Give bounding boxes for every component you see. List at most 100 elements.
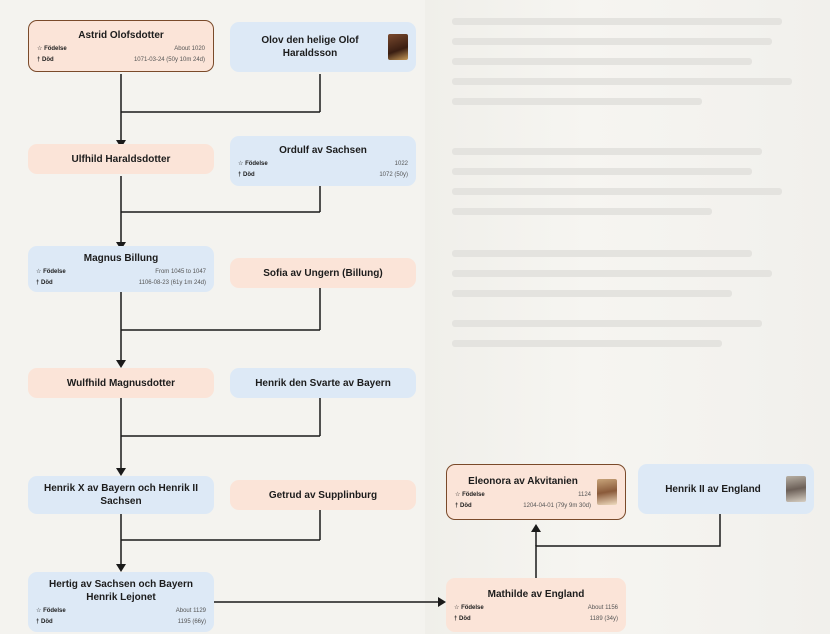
birth-label-text: Födelse bbox=[462, 491, 485, 498]
person-card-eleonora-av-akvitanien[interactable]: Eleonora av Akvitanien ☆ Födelse 1124 † … bbox=[446, 464, 626, 520]
background-text-line bbox=[452, 290, 732, 297]
cross-icon: † bbox=[454, 615, 458, 622]
birth-value: 1022 bbox=[394, 160, 408, 167]
background-text-line bbox=[452, 188, 782, 195]
star-icon: ☆ bbox=[37, 45, 43, 52]
birth-label: ☆ Födelse bbox=[238, 160, 268, 168]
person-card-magnus-billung[interactable]: Magnus Billung ☆ Födelse From 1045 to 10… bbox=[28, 246, 214, 292]
person-name: Wulfhild Magnusdotter bbox=[66, 377, 176, 389]
cross-icon: † bbox=[36, 619, 40, 625]
person-card-wulfhild-magnusdotter[interactable]: Wulfhild Magnusdotter bbox=[28, 368, 214, 398]
person-name: Henrik II av England bbox=[665, 483, 761, 495]
background-text-line bbox=[452, 270, 772, 277]
arrow-head bbox=[116, 468, 126, 476]
death-label: † Död bbox=[238, 171, 255, 179]
star-icon: ☆ bbox=[36, 608, 42, 614]
person-name: Hertig av Sachsen och Bayern Henrik Lejo… bbox=[49, 579, 193, 603]
person-name: Mathilde av England bbox=[487, 588, 585, 600]
death-label: † Död bbox=[36, 618, 53, 626]
person-name: Magnus Billung bbox=[83, 252, 159, 264]
arrow-head bbox=[116, 360, 126, 368]
birth-row: ☆ Födelse 1022 bbox=[238, 160, 408, 168]
person-card-olof-haraldsson[interactable]: Olov den helige Olof Haraldsson bbox=[230, 22, 416, 72]
birth-label: ☆ Födelse bbox=[37, 45, 67, 53]
person-card-getrud-av-supplinburg[interactable]: Getrud av Supplinburg bbox=[230, 480, 416, 510]
birth-row: ☆ Födelse About 1156 bbox=[454, 604, 618, 612]
person-card-mathilde-av-england[interactable]: Mathilde av England ☆ Födelse About 1156… bbox=[446, 578, 626, 632]
death-value: 1106-08-23 (61y 1m 24d) bbox=[138, 279, 206, 286]
person-name: Getrud av Supplinburg bbox=[268, 489, 378, 501]
person-name: Ordulf av Sachsen bbox=[279, 144, 367, 156]
connector-line bbox=[120, 510, 321, 566]
death-value: 1204-04-01 (79y 9m 30d) bbox=[523, 502, 591, 509]
cross-icon: † bbox=[37, 56, 41, 63]
death-value: 1189 (34y) bbox=[589, 615, 618, 622]
death-row: † Död 1189 (34y) bbox=[454, 615, 618, 623]
portrait-image bbox=[597, 479, 617, 505]
portrait-image bbox=[786, 476, 806, 502]
connector-line bbox=[120, 288, 321, 362]
connector-line bbox=[120, 74, 321, 142]
death-label: † Död bbox=[455, 502, 472, 510]
death-label: † Död bbox=[454, 615, 471, 623]
death-label: † Död bbox=[37, 56, 54, 64]
birth-value: From 1045 to 1047 bbox=[155, 268, 206, 275]
death-row: † Död 1072 (50y) bbox=[238, 171, 408, 179]
person-name: Astrid Olofsdotter bbox=[78, 29, 164, 41]
person-name: Eleonora av Akvitanien bbox=[468, 475, 578, 487]
background-text-line bbox=[452, 78, 792, 85]
background-text-line bbox=[452, 58, 752, 65]
birth-label: ☆ Födelse bbox=[36, 607, 66, 615]
birth-row: ☆ Födelse About 1129 bbox=[36, 607, 206, 615]
birth-value: About 1156 bbox=[587, 604, 618, 611]
person-name: Ulfhild Haraldsdotter bbox=[71, 153, 171, 165]
birth-label: ☆ Födelse bbox=[455, 491, 485, 499]
death-row: † Död 1106-08-23 (61y 1m 24d) bbox=[36, 279, 206, 287]
birth-label-text: Födelse bbox=[43, 608, 66, 614]
arrow-head bbox=[531, 524, 541, 532]
death-label-text: Död bbox=[459, 615, 471, 622]
birth-label-text: Födelse bbox=[43, 268, 66, 275]
background-text-line bbox=[452, 38, 772, 45]
death-label-text: Död bbox=[243, 171, 255, 178]
connector-line bbox=[120, 398, 321, 470]
death-label-text: Död bbox=[41, 619, 53, 625]
death-row: † Död 1071-03-24 (50y 10m 24d) bbox=[37, 56, 205, 64]
portrait-image bbox=[388, 34, 408, 60]
birth-label-text: Födelse bbox=[245, 160, 268, 167]
death-label-text: Död bbox=[42, 56, 54, 63]
death-row: † Död 1204-04-01 (79y 9m 30d) bbox=[455, 502, 617, 510]
person-name: Sofia av Ungern (Billung) bbox=[263, 267, 383, 279]
background-text-line bbox=[452, 208, 712, 215]
death-row: † Död 1195 (66y) bbox=[36, 618, 206, 626]
birth-label: ☆ Födelse bbox=[454, 604, 484, 612]
background-text-line bbox=[452, 168, 752, 175]
person-card-ordulf-av-sachsen[interactable]: Ordulf av Sachsen ☆ Födelse 1022 † Död 1… bbox=[230, 136, 416, 186]
background-text-line bbox=[452, 250, 752, 257]
death-value: 1072 (50y) bbox=[379, 171, 408, 178]
person-card-henrik-lejonet[interactable]: Hertig av Sachsen och Bayern Henrik Lejo… bbox=[28, 572, 214, 632]
person-card-astrid-olofsdotter[interactable]: Astrid Olofsdotter ☆ Födelse About 1020 … bbox=[28, 20, 214, 72]
death-label-text: Död bbox=[460, 502, 472, 509]
person-card-henrik-x[interactable]: Henrik X av Bayern och Henrik II Sachsen bbox=[28, 476, 214, 514]
person-card-ulfhild-haraldsdotter[interactable]: Ulfhild Haraldsdotter bbox=[28, 144, 214, 174]
person-name: Henrik X av Bayern och Henrik II Sachsen bbox=[44, 483, 198, 507]
person-card-henrik-den-svarte[interactable]: Henrik den Svarte av Bayern bbox=[230, 368, 416, 398]
background-text-line bbox=[452, 18, 782, 25]
birth-value: 1124 bbox=[578, 491, 591, 498]
connector-line bbox=[120, 176, 321, 244]
star-icon: ☆ bbox=[454, 604, 460, 611]
death-value: 1195 (66y) bbox=[177, 619, 206, 625]
birth-row: ☆ Födelse 1124 bbox=[455, 491, 617, 499]
birth-row: ☆ Födelse About 1020 bbox=[37, 45, 205, 53]
connector-line bbox=[535, 514, 721, 578]
birth-value: About 1129 bbox=[175, 608, 206, 614]
arrow-head bbox=[116, 564, 126, 572]
star-icon: ☆ bbox=[455, 491, 461, 498]
cross-icon: † bbox=[238, 171, 242, 178]
person-card-henrik-ii-av-england[interactable]: Henrik II av England bbox=[638, 464, 814, 514]
birth-label-text: Födelse bbox=[44, 45, 67, 52]
person-card-sofia-av-ungern[interactable]: Sofia av Ungern (Billung) bbox=[230, 258, 416, 288]
